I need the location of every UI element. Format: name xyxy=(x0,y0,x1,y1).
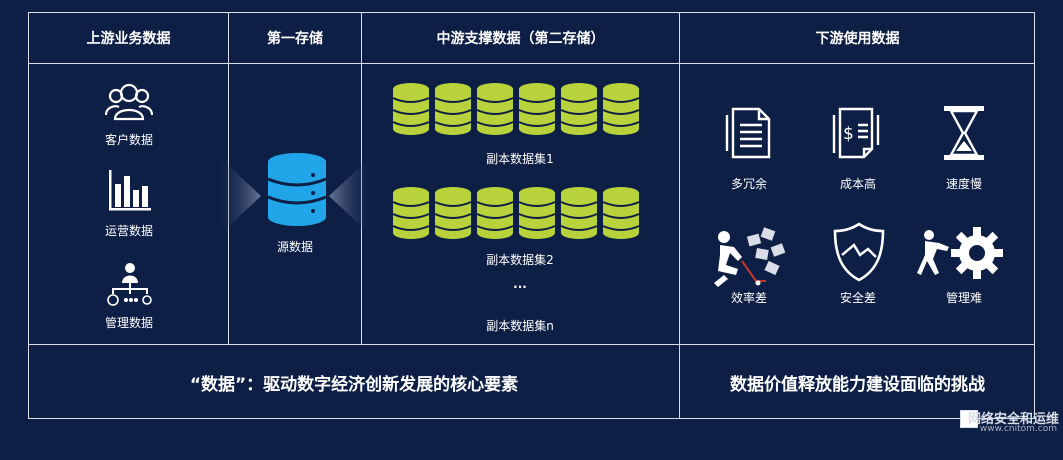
replica-database-icon xyxy=(434,187,472,239)
hourglass-icon xyxy=(944,106,984,160)
watermark-name: 网络安全和运维 xyxy=(967,412,1059,427)
footer-right-text: 数据价值释放能力建设面临的挑战 xyxy=(730,374,985,395)
label-replica-set-1: 副本数据集1 xyxy=(486,152,554,166)
label-replica-set-n: 副本数据集n xyxy=(486,319,554,333)
replica-database-icon xyxy=(560,83,598,135)
header-downstream: 下游使用数据 xyxy=(815,31,900,47)
ellipsis: ... xyxy=(513,277,527,291)
footer-left-text: “数据”：驱动数字经济创新发展的核心要素 xyxy=(189,374,519,395)
label-management-data: 管理数据 xyxy=(104,316,153,330)
watermark-logo-icon xyxy=(960,410,978,428)
replica-database-icon xyxy=(560,187,598,239)
pushing-gear-icon xyxy=(917,227,1003,279)
replica-database-icon xyxy=(476,187,514,239)
invoice-icon: $ xyxy=(832,107,880,159)
col-divider-3 xyxy=(679,13,680,419)
arrow-in-right-icon xyxy=(329,153,375,239)
arrow-in-left-icon xyxy=(215,153,261,239)
label-customer-data: 客户数据 xyxy=(104,133,153,147)
label-source-data: 源数据 xyxy=(276,240,313,254)
label-efficiency: 效率差 xyxy=(730,291,767,305)
replica-database-icon xyxy=(434,83,472,135)
footer-divider xyxy=(29,344,1034,345)
document-icon xyxy=(725,107,771,159)
label-redundant: 多冗余 xyxy=(730,177,767,191)
label-cost: 成本高 xyxy=(839,177,876,191)
falling-person-icon xyxy=(714,227,786,287)
broken-shield-icon xyxy=(833,222,885,282)
users-icon xyxy=(105,83,153,121)
replica-set-2-icons xyxy=(393,187,640,239)
replica-database-icon xyxy=(602,187,640,239)
header-divider xyxy=(29,63,1034,64)
label-operations-data: 运营数据 xyxy=(104,224,153,238)
database-icon xyxy=(267,153,327,226)
label-speed: 速度慢 xyxy=(945,177,982,191)
label-security: 安全差 xyxy=(839,291,876,305)
org-chart-icon xyxy=(107,263,152,306)
header-upstream: 上游业务数据 xyxy=(86,31,171,47)
replica-database-icon xyxy=(518,187,556,239)
replica-database-icon xyxy=(602,83,640,135)
label-management-hard: 管理难 xyxy=(945,291,982,305)
svg-text:$: $ xyxy=(843,124,854,144)
replica-database-icon xyxy=(393,187,430,239)
replica-set-1-icons xyxy=(393,83,640,135)
watermark-url: www.cnitom.com xyxy=(979,424,1057,434)
label-replica-set-2: 副本数据集2 xyxy=(486,253,554,267)
replica-database-icon xyxy=(393,83,430,135)
bar-chart-icon xyxy=(109,170,151,211)
replica-database-icon xyxy=(518,83,556,135)
header-midstream: 中游支撑数据（第二存储） xyxy=(436,31,605,47)
replica-database-icon xyxy=(476,83,514,135)
diagram-frame: 上游业务数据 第一存储 中游支撑数据（第二存储） 下游使用数据 客户数据 运营数… xyxy=(28,12,1035,419)
header-first-storage: 第一存储 xyxy=(267,31,323,47)
